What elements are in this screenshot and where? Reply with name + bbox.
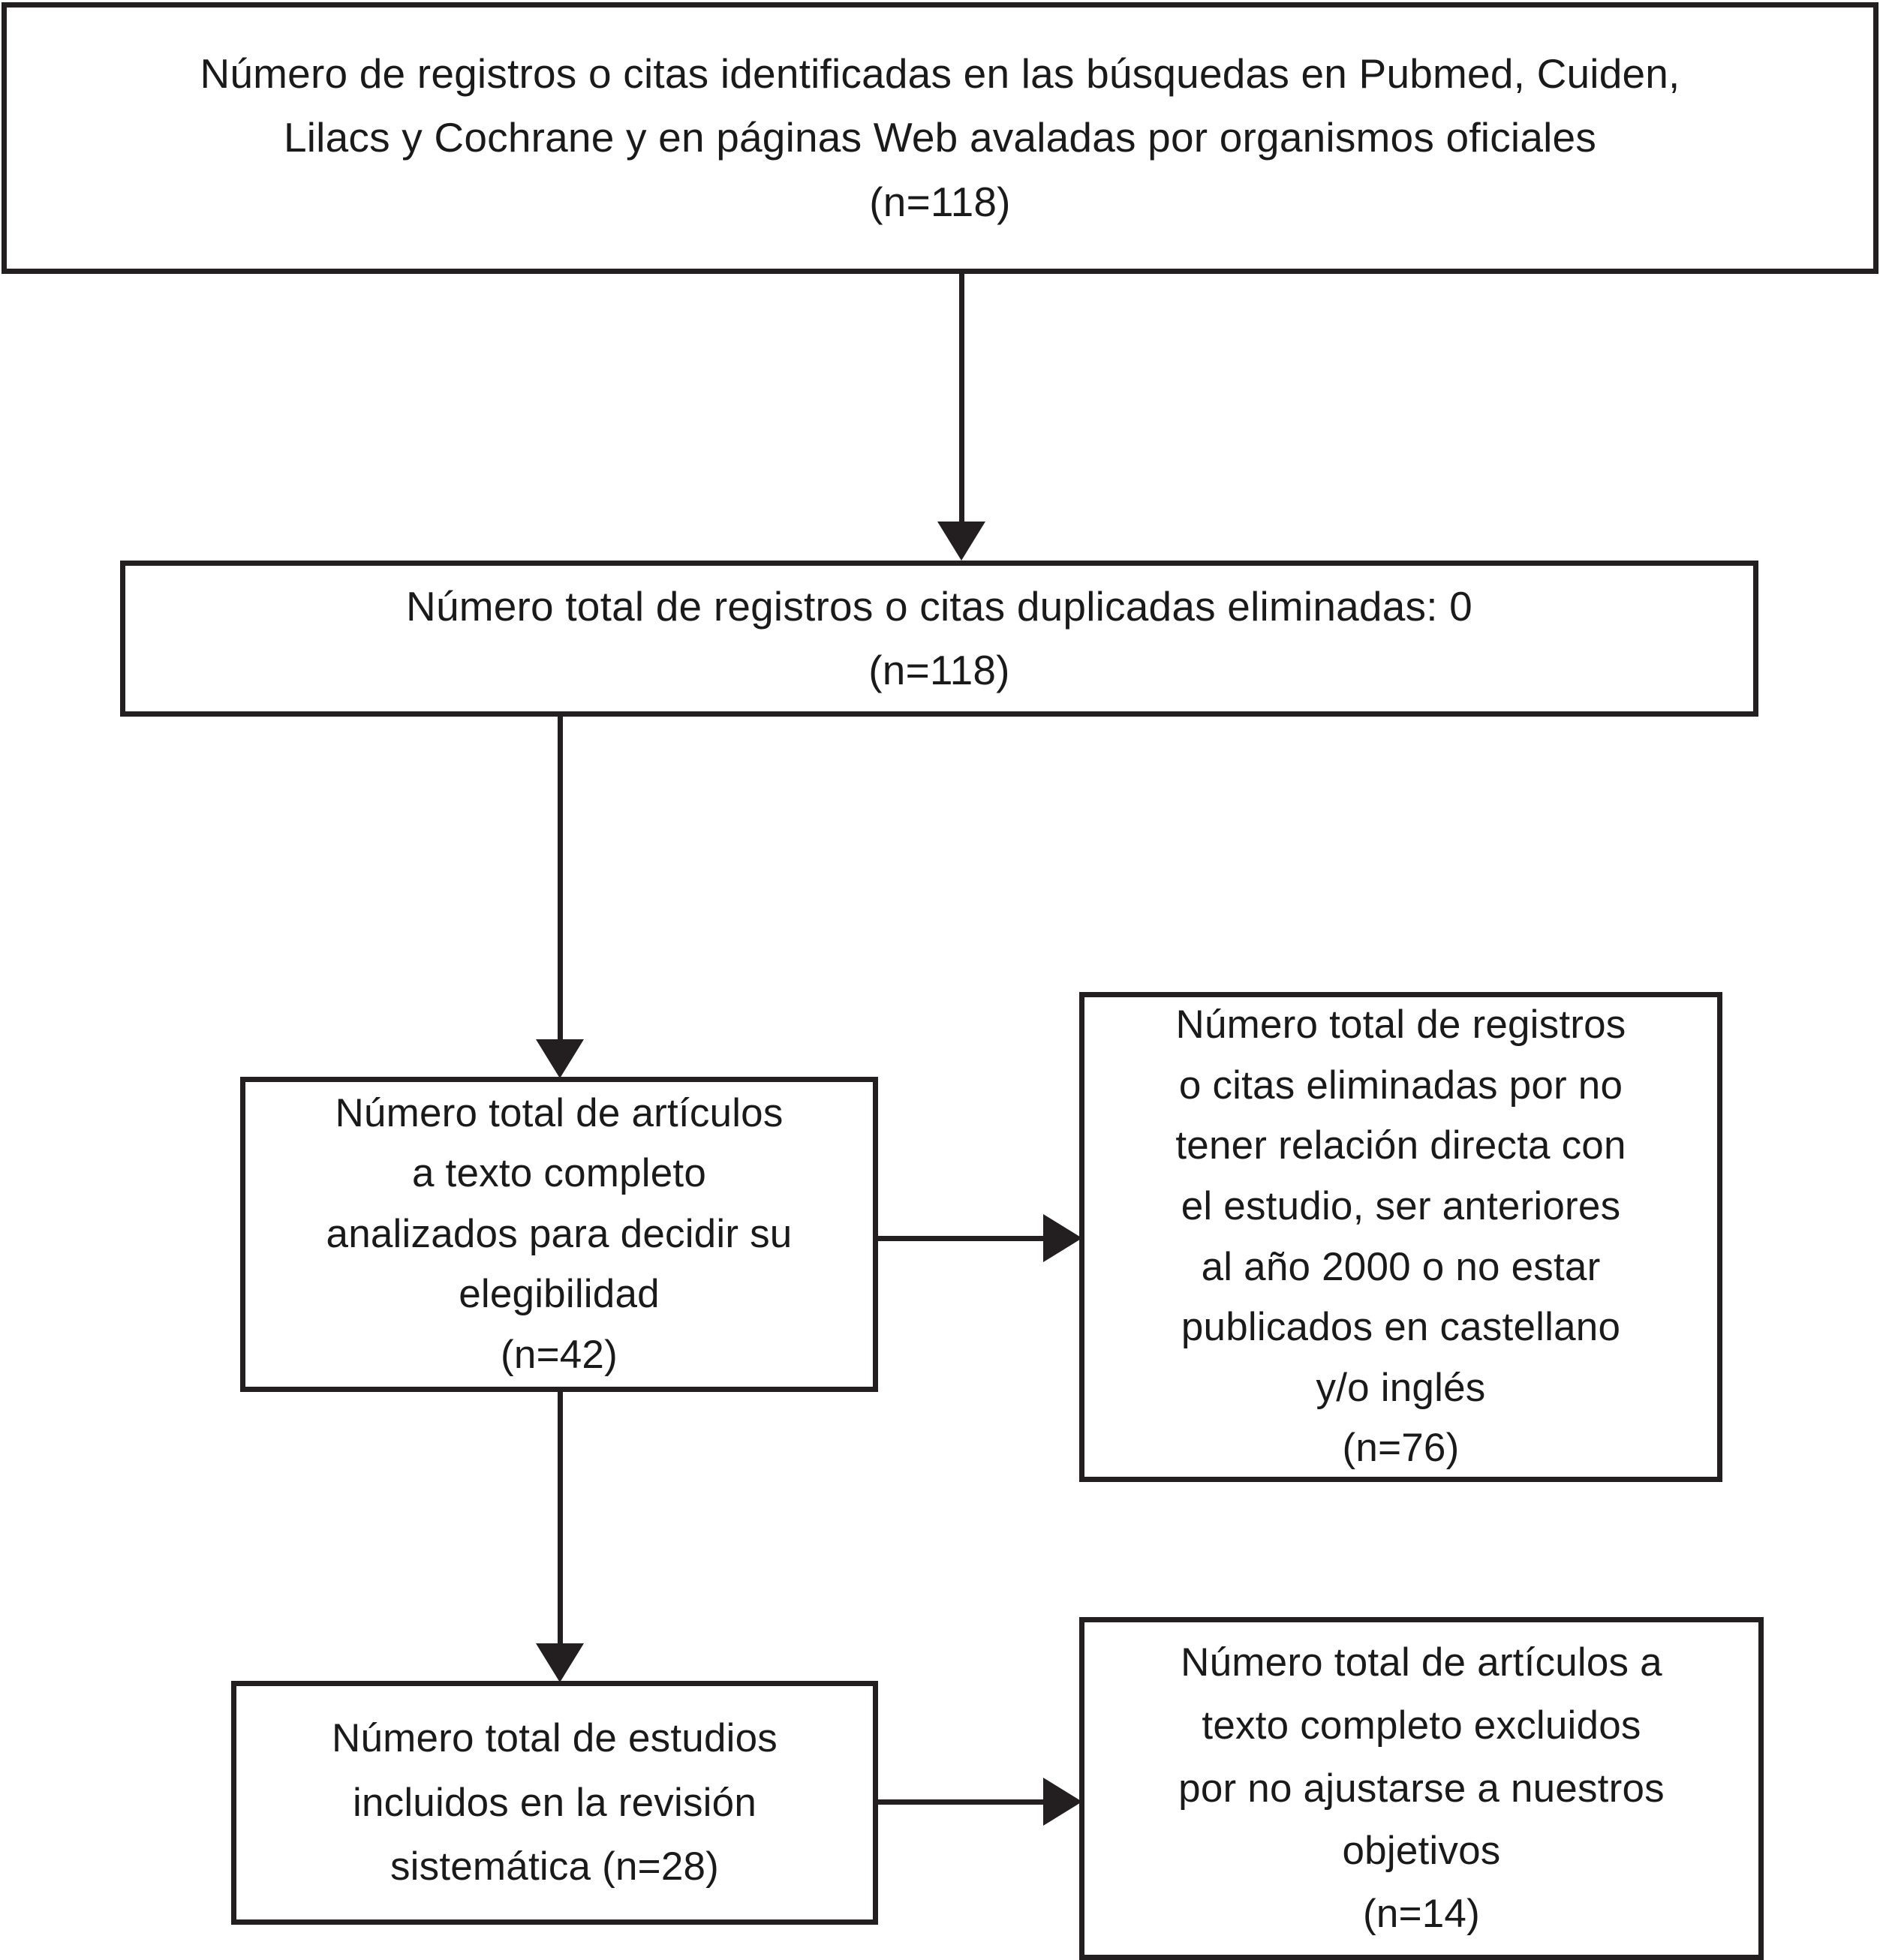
box-duplicates-removed: Número total de registros o citas duplic… xyxy=(120,561,1758,717)
arrow-head-down-icon xyxy=(536,1039,584,1078)
arrow-head-down-icon xyxy=(937,522,985,561)
box-records-identified-text: Número de registros o citas identificada… xyxy=(200,50,1680,225)
box-records-excluded: Número total de registros o citas elimin… xyxy=(1079,992,1722,1482)
box-fulltext-articles-excluded-text: Número total de artículos a texto comple… xyxy=(1178,1640,1665,1937)
arrow-head-right-icon xyxy=(1043,1778,1082,1826)
box-records-excluded-text: Número total de registros o citas elimin… xyxy=(1175,1003,1626,1471)
arrow-head-right-icon xyxy=(1043,1214,1082,1262)
connector-line-horizontal xyxy=(878,1799,1049,1805)
connector-line-vertical xyxy=(558,717,563,1045)
box-records-identified: Número de registros o citas identificada… xyxy=(2,2,1878,274)
connector-line-vertical xyxy=(558,1392,563,1649)
box-fulltext-assessed-eligibility-text: Número total de artículos a texto comple… xyxy=(326,1090,793,1377)
box-duplicates-removed-text: Número total de registros o citas duplic… xyxy=(406,582,1472,693)
box-fulltext-assessed-eligibility: Número total de artículos a texto comple… xyxy=(240,1077,878,1392)
arrow-head-down-icon xyxy=(536,1643,584,1682)
connector-line-vertical xyxy=(959,274,964,523)
box-studies-included-text: Número total de estudios incluidos en la… xyxy=(331,1715,778,1889)
box-fulltext-articles-excluded: Número total de artículos a texto comple… xyxy=(1079,1617,1764,1960)
connector-line-horizontal xyxy=(878,1236,1049,1241)
box-studies-included: Número total de estudios incluidos en la… xyxy=(231,1681,878,1925)
